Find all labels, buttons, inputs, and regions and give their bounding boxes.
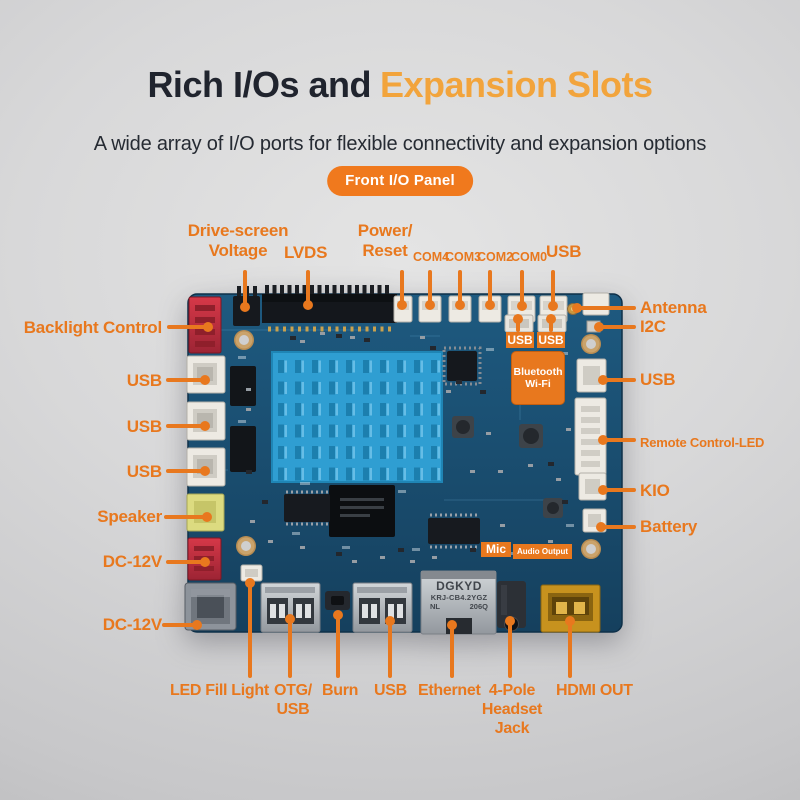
leader-power-reset (400, 270, 404, 306)
label-otg-usb: OTG/ USB (274, 682, 312, 718)
label-com0: COM0 (511, 250, 548, 264)
label-dc12v-2: DC-12V (102, 615, 162, 634)
label-com2: COM2 (477, 250, 514, 264)
leader-usb-tag-1 (516, 318, 520, 332)
page-subtitle: A wide array of I/O ports for flexible c… (93, 133, 707, 155)
dc12v-barrel-jack (184, 582, 237, 631)
leader-hdmi-out (568, 620, 572, 678)
mic-tag: Mic (481, 542, 512, 557)
label-burn: Burn (322, 682, 359, 699)
label-backlight-control: Backlight Control (23, 318, 162, 337)
leader-dc12v-2 (162, 623, 198, 627)
leader-dc12v-1 (166, 560, 206, 564)
leader-usb-top (551, 270, 555, 307)
burn-button (325, 591, 350, 610)
label-power-reset: Power/ Reset (357, 221, 413, 260)
audio-output-tag: Audio Output (513, 544, 573, 559)
leader-backlight-control (167, 325, 209, 329)
soc-and-chips (230, 332, 594, 563)
leader-usb-left-1 (166, 378, 206, 382)
passive-components (246, 332, 571, 563)
leader-antenna (576, 306, 636, 310)
leader-ethernet (450, 624, 454, 678)
label-led-fill-light: LED Fill Light (170, 682, 269, 699)
leader-com2 (488, 270, 492, 306)
label-usb-left-1: USB (126, 371, 162, 390)
label-com3: COM3 (445, 250, 482, 264)
label-usb-right: USB (640, 370, 676, 389)
heatsink (271, 351, 443, 483)
label-usb-top: USB (546, 242, 582, 261)
ethernet-model: KRJ-CB4.2YGZ (430, 593, 488, 602)
mounting-holes (234, 330, 601, 559)
leader-drive-screen-voltage (243, 270, 247, 308)
leader-kio (602, 488, 636, 492)
usb-onboard-tag-2: USB (537, 332, 565, 348)
label-i2c: I2C (640, 317, 666, 336)
label-usb-bottom: USB (374, 682, 407, 699)
label-usb-left-3: USB (126, 462, 162, 481)
usb-stack (352, 582, 413, 633)
leader-usb-right (602, 378, 636, 382)
label-remote-control-led: Remote Control-LED (640, 435, 765, 450)
label-usb-left-2: USB (126, 417, 162, 436)
antenna-connector (582, 292, 610, 316)
label-battery: Battery (640, 517, 698, 536)
label-antenna: Antenna (640, 298, 707, 317)
leader-usb-left-2 (166, 424, 206, 428)
label-headset-jack: 4-Pole Headset Jack (481, 682, 543, 737)
leader-com3 (458, 270, 462, 306)
leader-usb-bottom (388, 620, 392, 678)
leader-led-fill-light (248, 582, 252, 678)
label-drive-screen-voltage: Drive-screen Voltage (187, 221, 289, 260)
otg-usb-stack (260, 582, 321, 633)
leader-com0 (520, 270, 524, 307)
front-io-panel-badge: Front I/O Panel (327, 166, 473, 196)
kio-connector (578, 472, 607, 501)
label-ethernet: Ethernet (418, 682, 481, 699)
inductors (452, 416, 563, 518)
leader-remote-control-led (602, 438, 636, 442)
leader-usb-left-3 (166, 469, 206, 473)
leader-lvds (306, 270, 310, 306)
leader-otg-usb (288, 618, 292, 678)
title-accent-part: Expansion Slots (379, 64, 653, 106)
label-dc12v-1: DC-12V (102, 552, 162, 571)
led-fill-light-connector (240, 564, 263, 582)
usb-onboard-tag-1: USB (506, 332, 534, 348)
leader-usb-tag-2 (549, 318, 553, 332)
label-com4: COM4 (413, 250, 450, 264)
bluetooth-wifi-module: Bluetooth Wi-Fi (511, 351, 565, 405)
title-dark-part: Rich I/Os and (147, 64, 371, 106)
label-kio: KIO (640, 481, 670, 500)
leader-com4 (428, 270, 432, 306)
leader-i2c (598, 325, 636, 329)
leader-battery (600, 525, 636, 529)
ethernet-brand: DGKYD (436, 579, 482, 593)
label-speaker: Speaker (97, 507, 162, 526)
label-lvds: LVDS (284, 243, 328, 262)
leader-burn (336, 614, 340, 678)
label-hdmi-out: HDMI OUT (556, 682, 633, 699)
lvds-header (262, 285, 397, 332)
leader-headset-jack (508, 620, 512, 678)
leader-speaker (164, 515, 208, 519)
